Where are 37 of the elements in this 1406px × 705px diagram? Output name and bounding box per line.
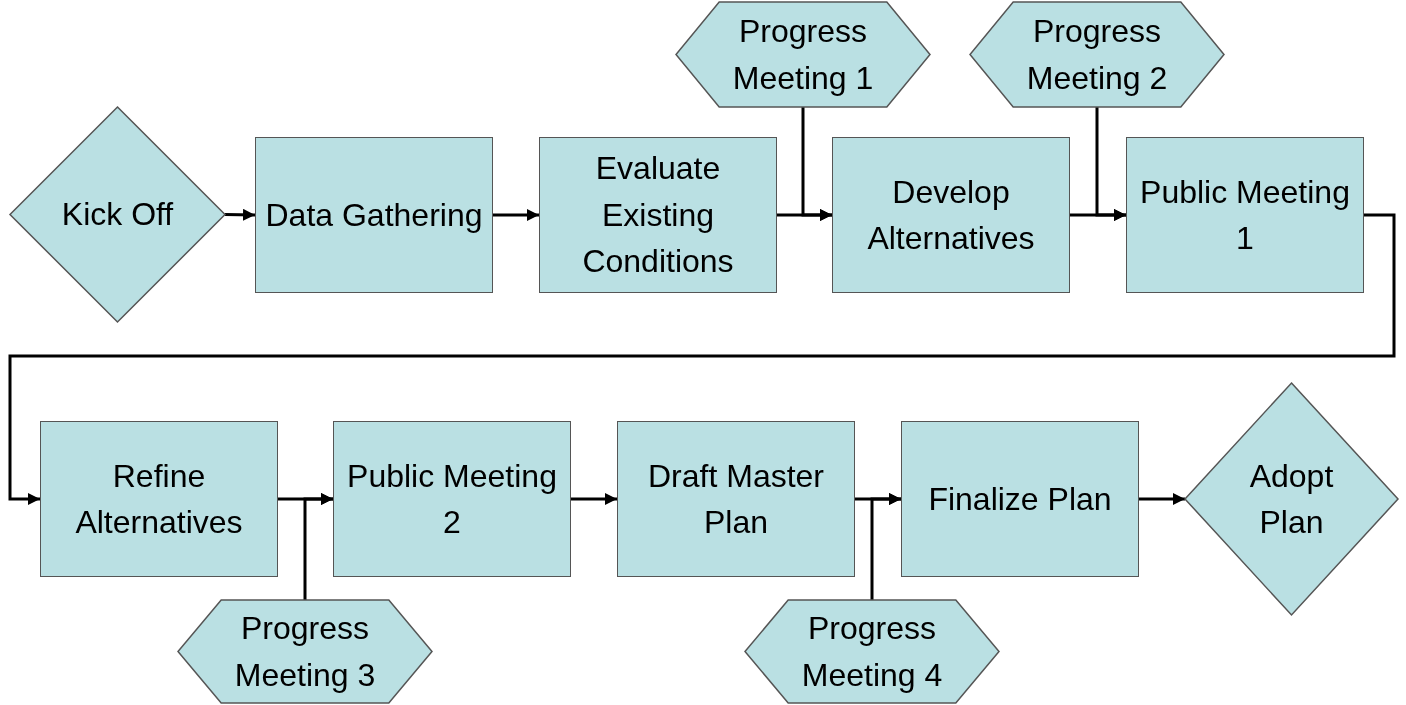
process-box	[539, 137, 777, 293]
meeting-hexagon	[178, 600, 432, 703]
node-label: Progress Meeting 2	[1025, 12, 1169, 98]
node-label: Develop Alternatives	[866, 172, 1036, 258]
node-label: Draft Master Plan	[647, 456, 825, 542]
node-label: Progress Meeting 4	[800, 609, 944, 695]
node-label: Evaluate Existing Conditions	[581, 149, 735, 282]
arrow	[8, 213, 1396, 505]
node-label: Public Meeting 2	[346, 456, 558, 542]
process-box	[901, 421, 1139, 577]
arrow	[303, 493, 333, 600]
process-box	[832, 137, 1070, 293]
process-box	[1126, 137, 1364, 293]
node-label: Refine Alternatives	[74, 456, 244, 542]
arrow	[870, 493, 901, 600]
arrow	[493, 209, 539, 221]
node-label: Finalize Plan	[928, 479, 1112, 519]
meeting-hexagon	[676, 2, 930, 107]
node-label: Adopt Plan	[1248, 456, 1335, 542]
process-box	[255, 137, 493, 293]
node-label: Progress Meeting 3	[233, 609, 377, 695]
arrow	[571, 493, 617, 505]
arrow	[1139, 493, 1185, 505]
node-label: Data Gathering	[265, 195, 483, 235]
node-label: Progress Meeting 1	[731, 12, 875, 98]
meeting-hexagon	[745, 600, 999, 703]
arrow	[1095, 107, 1126, 221]
node-label: Kick Off	[61, 195, 174, 235]
process-box	[40, 421, 278, 577]
process-box	[333, 421, 571, 577]
process-box	[617, 421, 855, 577]
node-label: Public Meeting 1	[1139, 172, 1351, 258]
meeting-hexagon	[970, 2, 1224, 107]
arrow	[224, 208, 256, 221]
decision-diamond	[1185, 383, 1398, 615]
arrow	[801, 107, 832, 221]
decision-diamond	[10, 107, 225, 322]
